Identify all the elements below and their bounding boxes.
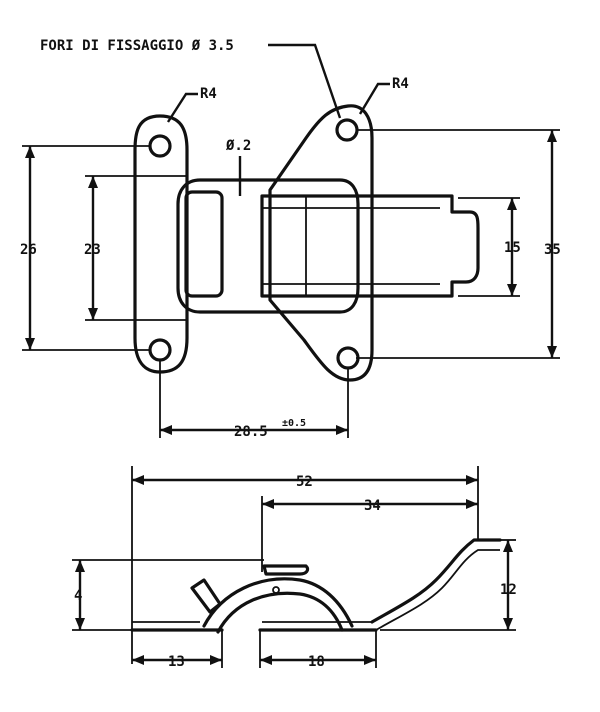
arrowhead [88, 176, 98, 188]
lever-grip [184, 190, 224, 298]
dim-label-left-base: 13 [168, 654, 185, 670]
fixing-holes-leader [268, 43, 342, 119]
arrowhead [547, 346, 557, 358]
dim-label-right-base: 18 [308, 654, 325, 670]
hook-profile-inner [375, 549, 500, 631]
pivot-hole [272, 586, 280, 594]
dim-label-hole-spacing-tolerance: ±0.5 [282, 418, 306, 429]
slot-width-label: Ø.2 [225, 138, 251, 154]
lever-body [176, 178, 360, 314]
dim-label-outer-height: 26 [20, 242, 37, 258]
arrowhead [507, 198, 517, 210]
arrowhead [466, 475, 478, 485]
arrowhead [547, 130, 557, 142]
lever-arc-inner [216, 591, 344, 634]
arrowhead [88, 308, 98, 320]
arrowhead [75, 560, 85, 572]
catch-strap [260, 194, 480, 298]
right-top-hole [335, 118, 359, 142]
fixing-holes-label: FORI DI FISSAGGIO Ø 3.5 [40, 38, 234, 54]
left-bottom-hole [148, 338, 172, 362]
arrowhead [466, 499, 478, 509]
hinge-bump [262, 564, 310, 576]
arrowhead [262, 499, 274, 509]
dim-label-total-height: 35 [544, 242, 561, 258]
left-top-hole [148, 134, 172, 158]
radius-right-label: R4 [392, 76, 409, 92]
dim-label-catch-height: 15 [504, 240, 521, 256]
lever-tab [190, 578, 222, 614]
top-view: FORI DI FISSAGGIO Ø 3.5 R4 R4 Ø.2 26 23 … [20, 38, 561, 440]
dim-label-inner-height: 23 [84, 242, 101, 258]
dim-label-lever-length: 34 [364, 498, 381, 514]
hook-profile [370, 538, 502, 624]
arrowhead [364, 655, 376, 665]
arrowhead [75, 618, 85, 630]
lever-arc-outer [202, 577, 354, 628]
arrowhead [260, 655, 272, 665]
arrowhead [25, 338, 35, 350]
dim-label-overall-length: 52 [296, 474, 313, 490]
arrowhead [160, 425, 172, 435]
dim-label-left-small: 4 [74, 588, 82, 604]
arrowhead [25, 146, 35, 158]
radius-left-leader [166, 92, 198, 123]
arrowhead [507, 284, 517, 296]
right-hook-plate [268, 104, 374, 382]
arrowhead [132, 475, 144, 485]
side-view: 52 34 12 4 13 18 [72, 466, 517, 670]
radius-left-label: R4 [200, 86, 217, 102]
radius-right-leader [358, 82, 390, 115]
arrowhead [503, 540, 513, 552]
dim-label-hole-spacing: 28.5 [234, 424, 268, 440]
arrowhead [336, 425, 348, 435]
arrowhead [132, 655, 144, 665]
dim-label-height: 12 [500, 582, 517, 598]
arrowhead [503, 618, 513, 630]
right-bottom-hole [336, 346, 360, 370]
arrowhead [210, 655, 222, 665]
